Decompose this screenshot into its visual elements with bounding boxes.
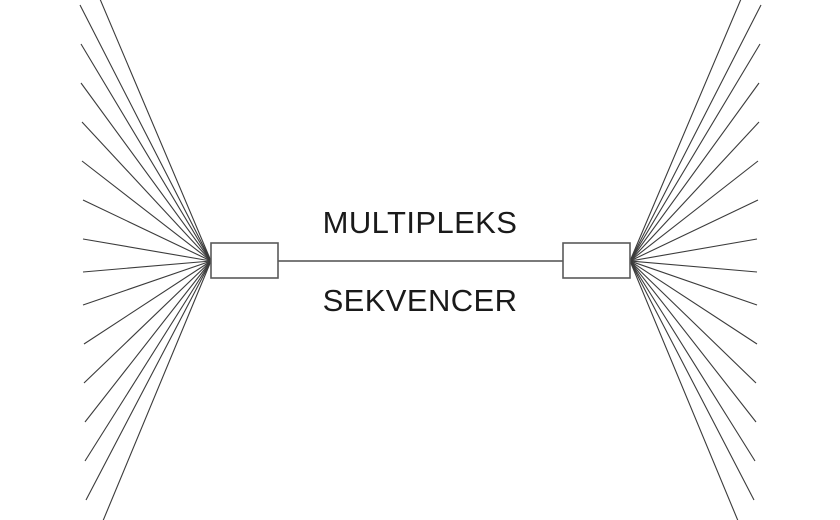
right-output-fan-line-13 [629, 260, 757, 423]
sequencer-label: SEKVENCER [322, 283, 518, 318]
right-output-fan [629, 0, 762, 520]
left-input-fan-line-8 [82, 238, 212, 262]
left-input-fan-line-11 [83, 260, 212, 345]
right-output-fan-line-10 [629, 260, 758, 306]
right-output-fan-line-6 [629, 160, 759, 262]
left-input-fan-line-7 [82, 199, 212, 262]
left-input-fan-line-1 [99, 0, 212, 262]
right-output-fan-line-8 [629, 238, 758, 262]
right-output-fan-line-14 [629, 260, 756, 462]
left-input-fan-line-2 [79, 4, 212, 262]
right-output-fan-line-1 [629, 0, 742, 262]
multiplex-label: MULTIPLEKS [322, 205, 518, 240]
right-output-fan-line-12 [629, 260, 757, 384]
left-input-fan-line-9 [82, 260, 212, 273]
right-output-fan-line-11 [629, 260, 758, 345]
left-input-fan-line-4 [80, 82, 212, 262]
left-input-fan-line-6 [81, 160, 212, 262]
right-demultiplexer-box[interactable] [562, 242, 631, 279]
right-output-fan-line-2 [629, 4, 762, 262]
left-input-fan-line-12 [83, 260, 212, 384]
left-input-fan-line-3 [80, 43, 212, 262]
left-input-fan-line-15 [85, 260, 212, 501]
right-output-fan-line-7 [629, 199, 759, 262]
right-output-fan-line-15 [629, 260, 755, 501]
left-input-fan-line-13 [84, 260, 212, 423]
right-output-fan-line-9 [629, 260, 758, 273]
left-input-fan-line-10 [82, 260, 212, 306]
right-output-fan-line-3 [629, 43, 761, 262]
left-input-fan [79, 0, 212, 520]
node-boxes [210, 242, 631, 279]
left-input-fan-line-16 [102, 260, 212, 520]
left-input-fan-line-14 [84, 260, 212, 462]
left-multiplexer-box[interactable] [210, 242, 279, 279]
right-output-fan-line-4 [629, 82, 760, 262]
left-input-fan-line-5 [81, 121, 212, 262]
right-output-fan-line-5 [629, 121, 760, 262]
right-output-fan-line-16 [629, 260, 739, 520]
